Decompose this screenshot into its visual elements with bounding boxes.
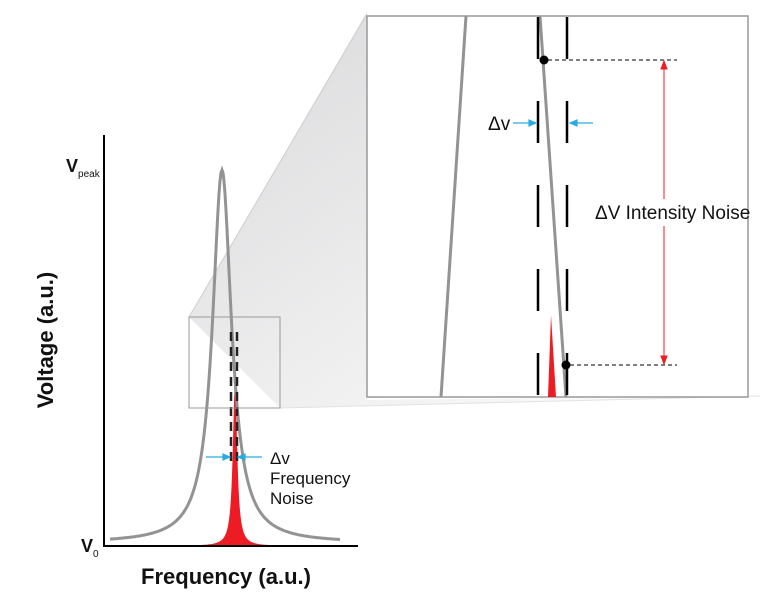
upper-point — [539, 55, 549, 65]
zoom-region-box — [188, 316, 281, 409]
delta-nu-arrows — [206, 453, 262, 461]
frequency-noise-label-line2: Noise — [270, 489, 313, 508]
noise-spike — [548, 315, 556, 397]
curve-right-flank — [538, 15, 568, 398]
curve-left-flank — [439, 15, 468, 398]
zoom-projection-wedge — [189, 12, 760, 408]
y-zero-label: V0 — [81, 536, 99, 560]
delta-nu-label: Δv — [270, 449, 290, 468]
intensity-noise-label: ΔV Intensity Noise — [595, 203, 750, 224]
intensity-noise-arrow — [660, 59, 668, 366]
lorentzian-curve — [109, 165, 341, 541]
x-axis-title: Frequency (a.u.) — [141, 564, 311, 589]
frequency-noise-label-line1: Frequency — [270, 469, 351, 488]
zoom-delta-nu-arrows — [513, 119, 593, 127]
zoom-projection-line — [279, 395, 761, 409]
zoom-delta-nu-label: Δv — [488, 114, 511, 135]
lower-point — [561, 360, 571, 370]
zoom-inset-panel: Δv ΔV Intensity Noise — [366, 15, 750, 398]
y-peak-label: Vpeak — [66, 156, 101, 180]
y-axis-title: Voltage (a.u.) — [33, 272, 58, 409]
zoom-projection-line — [188, 13, 368, 318]
zoom-dashed-bounds — [536, 17, 569, 397]
intensity-guide-lines — [548, 59, 677, 366]
